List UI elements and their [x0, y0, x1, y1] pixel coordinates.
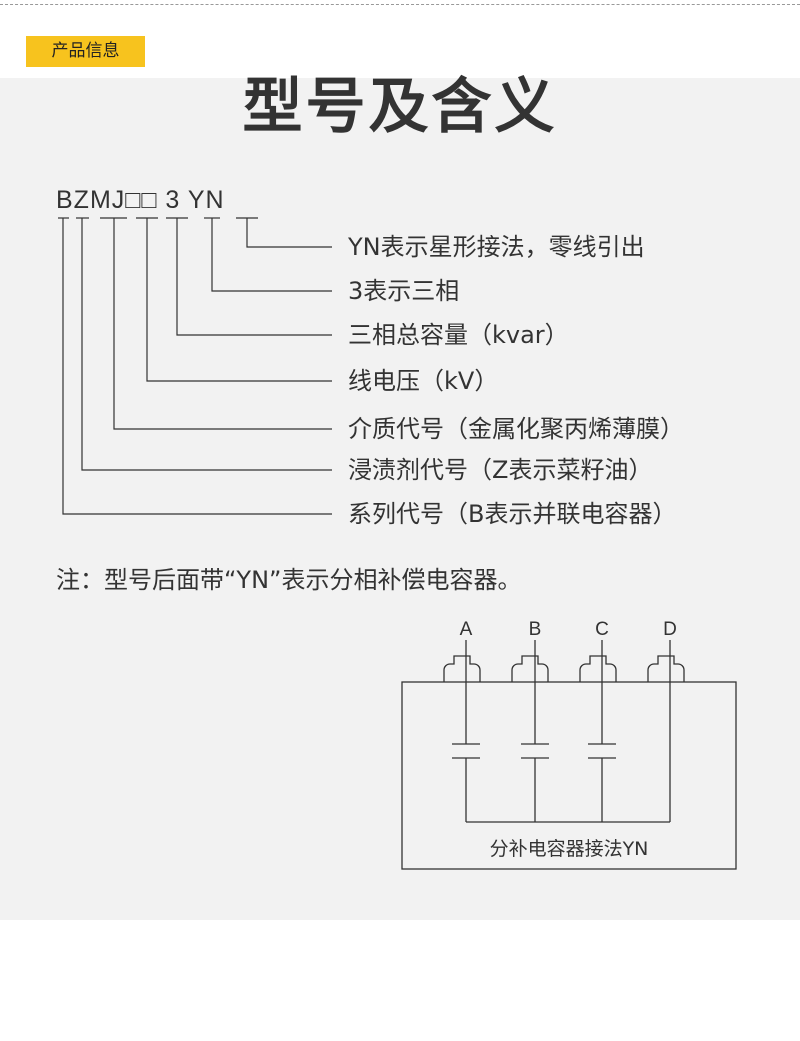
phase-label-b: B: [528, 619, 542, 640]
leader-line-series: [62, 218, 332, 515]
terminal-c: [579, 655, 617, 682]
terminal-a: [443, 655, 481, 682]
desc-medium: 介质代号（金属化聚丙烯薄膜）: [348, 415, 684, 443]
phase-label-c: C: [595, 619, 609, 640]
leader-line-voltage: [146, 218, 332, 382]
terminal-d: [647, 655, 685, 682]
desc-phases: 3表示三相: [348, 277, 460, 305]
phase-label-d: D: [663, 619, 677, 640]
terminal-b: [511, 655, 549, 682]
leader-line-impregnant: [81, 218, 332, 471]
desc-voltage: 线电压（kV）: [348, 367, 499, 395]
section-tag: 产品信息: [26, 36, 145, 67]
capacitor-housing: [401, 681, 737, 870]
leader-line-medium: [113, 218, 332, 430]
desc-capacity: 三相总容量（kvar）: [348, 321, 569, 349]
phase-label-a: A: [459, 619, 473, 640]
leader-line-capacity: [176, 218, 332, 336]
desc-series: 系列代号（B表示并联电容器）: [348, 500, 677, 528]
model-code: BZMJ□□ 3 YN: [56, 186, 225, 214]
schematic-caption: 分补电容器接法YN: [489, 838, 649, 860]
leader-line-yn: [246, 218, 332, 248]
top-dashed-divider: [0, 4, 800, 5]
note-text: 注：型号后面带“YN”表示分相补偿电容器。: [56, 566, 522, 594]
desc-wiring: YN表示星形接法，零线引出: [348, 233, 645, 261]
desc-impregnant: 浸渍剂代号（Z表示菜籽油）: [348, 456, 653, 484]
content-panel: [0, 78, 800, 920]
page-title: 型号及含义: [242, 72, 558, 142]
leader-line-3: [211, 218, 332, 292]
